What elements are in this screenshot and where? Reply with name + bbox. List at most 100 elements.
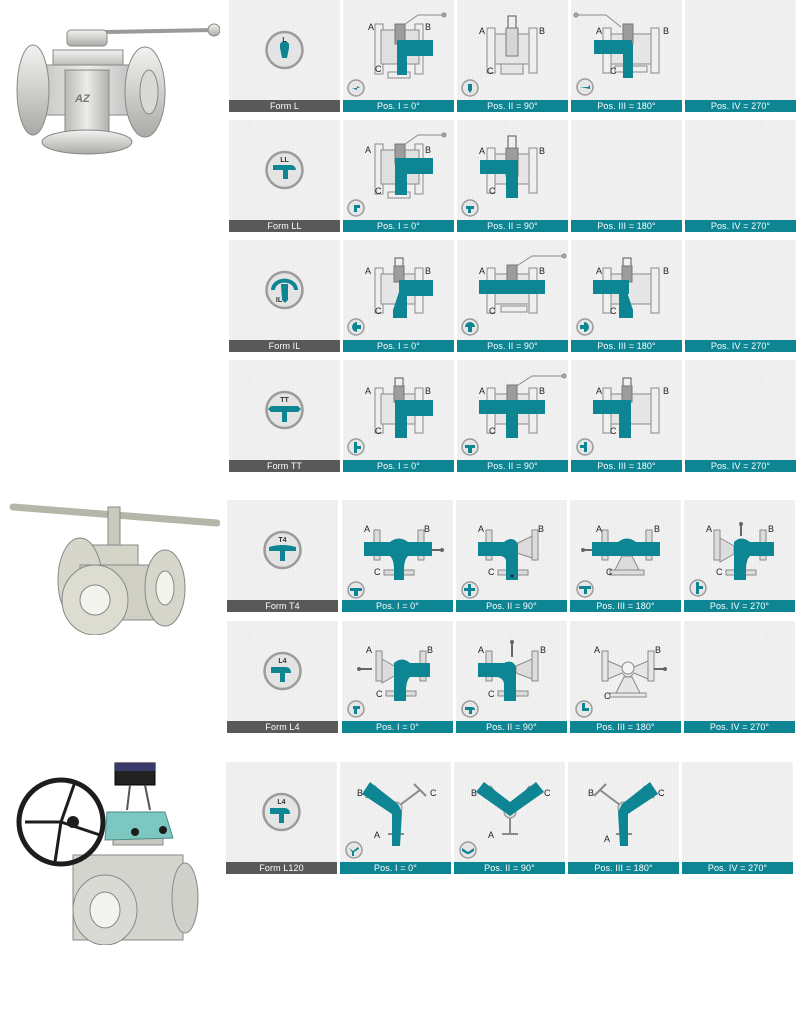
position-label: Pos. III = 180° bbox=[571, 340, 682, 352]
position-label: Pos. III = 180° bbox=[570, 600, 681, 612]
svg-text:A: A bbox=[479, 146, 485, 156]
svg-text:AZ: AZ bbox=[74, 93, 91, 105]
svg-text:B: B bbox=[654, 524, 660, 534]
svg-text:B: B bbox=[540, 645, 546, 655]
position-label: Pos. II = 90° bbox=[456, 600, 567, 612]
position-tile-LL-3[interactable]: Pos. III = 180° bbox=[571, 120, 682, 232]
form-TT-symbol-icon: TT bbox=[265, 390, 304, 430]
svg-text:B: B bbox=[539, 146, 545, 156]
position-label: Pos. IV = 270° bbox=[685, 220, 796, 232]
svg-text:C: C bbox=[375, 426, 382, 436]
svg-text:TT: TT bbox=[280, 397, 289, 404]
svg-text:C: C bbox=[489, 426, 496, 436]
svg-text:A: A bbox=[365, 266, 371, 276]
form-T4-symbol-icon: T4 bbox=[263, 530, 302, 570]
position-label: Pos. III = 180° bbox=[571, 220, 682, 232]
position-tile-IL-4[interactable]: Pos. IV = 270° bbox=[685, 240, 796, 352]
product-image-t-handle-valve bbox=[5, 495, 221, 636]
svg-text:A: A bbox=[364, 524, 370, 534]
position-label: Pos. IV = 270° bbox=[684, 600, 795, 612]
svg-text:C: C bbox=[487, 66, 494, 76]
position-label: Pos. III = 180° bbox=[568, 862, 679, 874]
position-tile-TT-4[interactable]: Pos. IV = 270° bbox=[685, 360, 796, 472]
svg-text:L4: L4 bbox=[278, 658, 286, 665]
form-tile-T4: T4 Form T4 bbox=[227, 500, 338, 612]
svg-text:A: A bbox=[479, 266, 485, 276]
form-tile-LL: LL Form LL bbox=[229, 120, 340, 232]
svg-text:C: C bbox=[544, 788, 551, 798]
svg-text:B: B bbox=[663, 26, 669, 36]
product-image-gearbox-valve bbox=[15, 760, 200, 946]
svg-text:LL: LL bbox=[280, 157, 289, 164]
lever-plug-valve-illustration: AZ bbox=[16, 23, 221, 155]
svg-text:A: A bbox=[479, 26, 485, 36]
form-label: Form L4 bbox=[227, 721, 338, 733]
svg-text:A: A bbox=[366, 645, 372, 655]
position-tile-L-4[interactable]: Pos. IV = 270° bbox=[685, 0, 796, 112]
svg-text:B: B bbox=[539, 266, 545, 276]
position-tile-L4-4[interactable]: Pos. IV = 270° bbox=[684, 621, 795, 733]
svg-text:B: B bbox=[663, 266, 669, 276]
svg-text:A: A bbox=[368, 22, 374, 32]
form-label: Form LL bbox=[229, 220, 340, 232]
svg-text:B: B bbox=[425, 22, 431, 32]
position-label: Pos. III = 180° bbox=[571, 460, 682, 472]
form-IL-symbol-icon: IL bbox=[265, 270, 304, 310]
position-label: Pos. III = 180° bbox=[571, 100, 682, 112]
position-label: Pos. II = 90° bbox=[454, 862, 565, 874]
svg-text:C: C bbox=[604, 691, 611, 701]
svg-text:B: B bbox=[539, 386, 545, 396]
svg-text:C: C bbox=[488, 689, 495, 699]
position-label: Pos. II = 90° bbox=[457, 100, 568, 112]
svg-text:C: C bbox=[375, 64, 382, 74]
position-tile-L-1[interactable]: A B C Pos. I = 0° bbox=[343, 0, 454, 112]
position-label: Pos. III = 180° bbox=[570, 721, 681, 733]
position-tile-L120-4[interactable]: Pos. IV = 270° bbox=[682, 762, 793, 874]
svg-text:C: C bbox=[375, 186, 382, 196]
position-label: Pos. I = 0° bbox=[343, 340, 454, 352]
svg-text:B: B bbox=[424, 524, 430, 534]
position-label: Pos. I = 0° bbox=[343, 100, 454, 112]
position-label: Pos. II = 90° bbox=[457, 340, 568, 352]
svg-text:C: C bbox=[376, 689, 383, 699]
position-tile-LL-4[interactable]: Pos. IV = 270° bbox=[685, 120, 796, 232]
svg-text:C: C bbox=[430, 788, 437, 798]
svg-text:IL: IL bbox=[276, 297, 283, 304]
form-label: Form T4 bbox=[227, 600, 338, 612]
svg-text:C: C bbox=[488, 567, 495, 577]
position-label: Pos. I = 0° bbox=[343, 460, 454, 472]
position-label: Pos. IV = 270° bbox=[682, 862, 793, 874]
position-label: Pos. II = 90° bbox=[457, 220, 568, 232]
svg-text:B: B bbox=[471, 788, 477, 798]
svg-text:A: A bbox=[479, 386, 485, 396]
